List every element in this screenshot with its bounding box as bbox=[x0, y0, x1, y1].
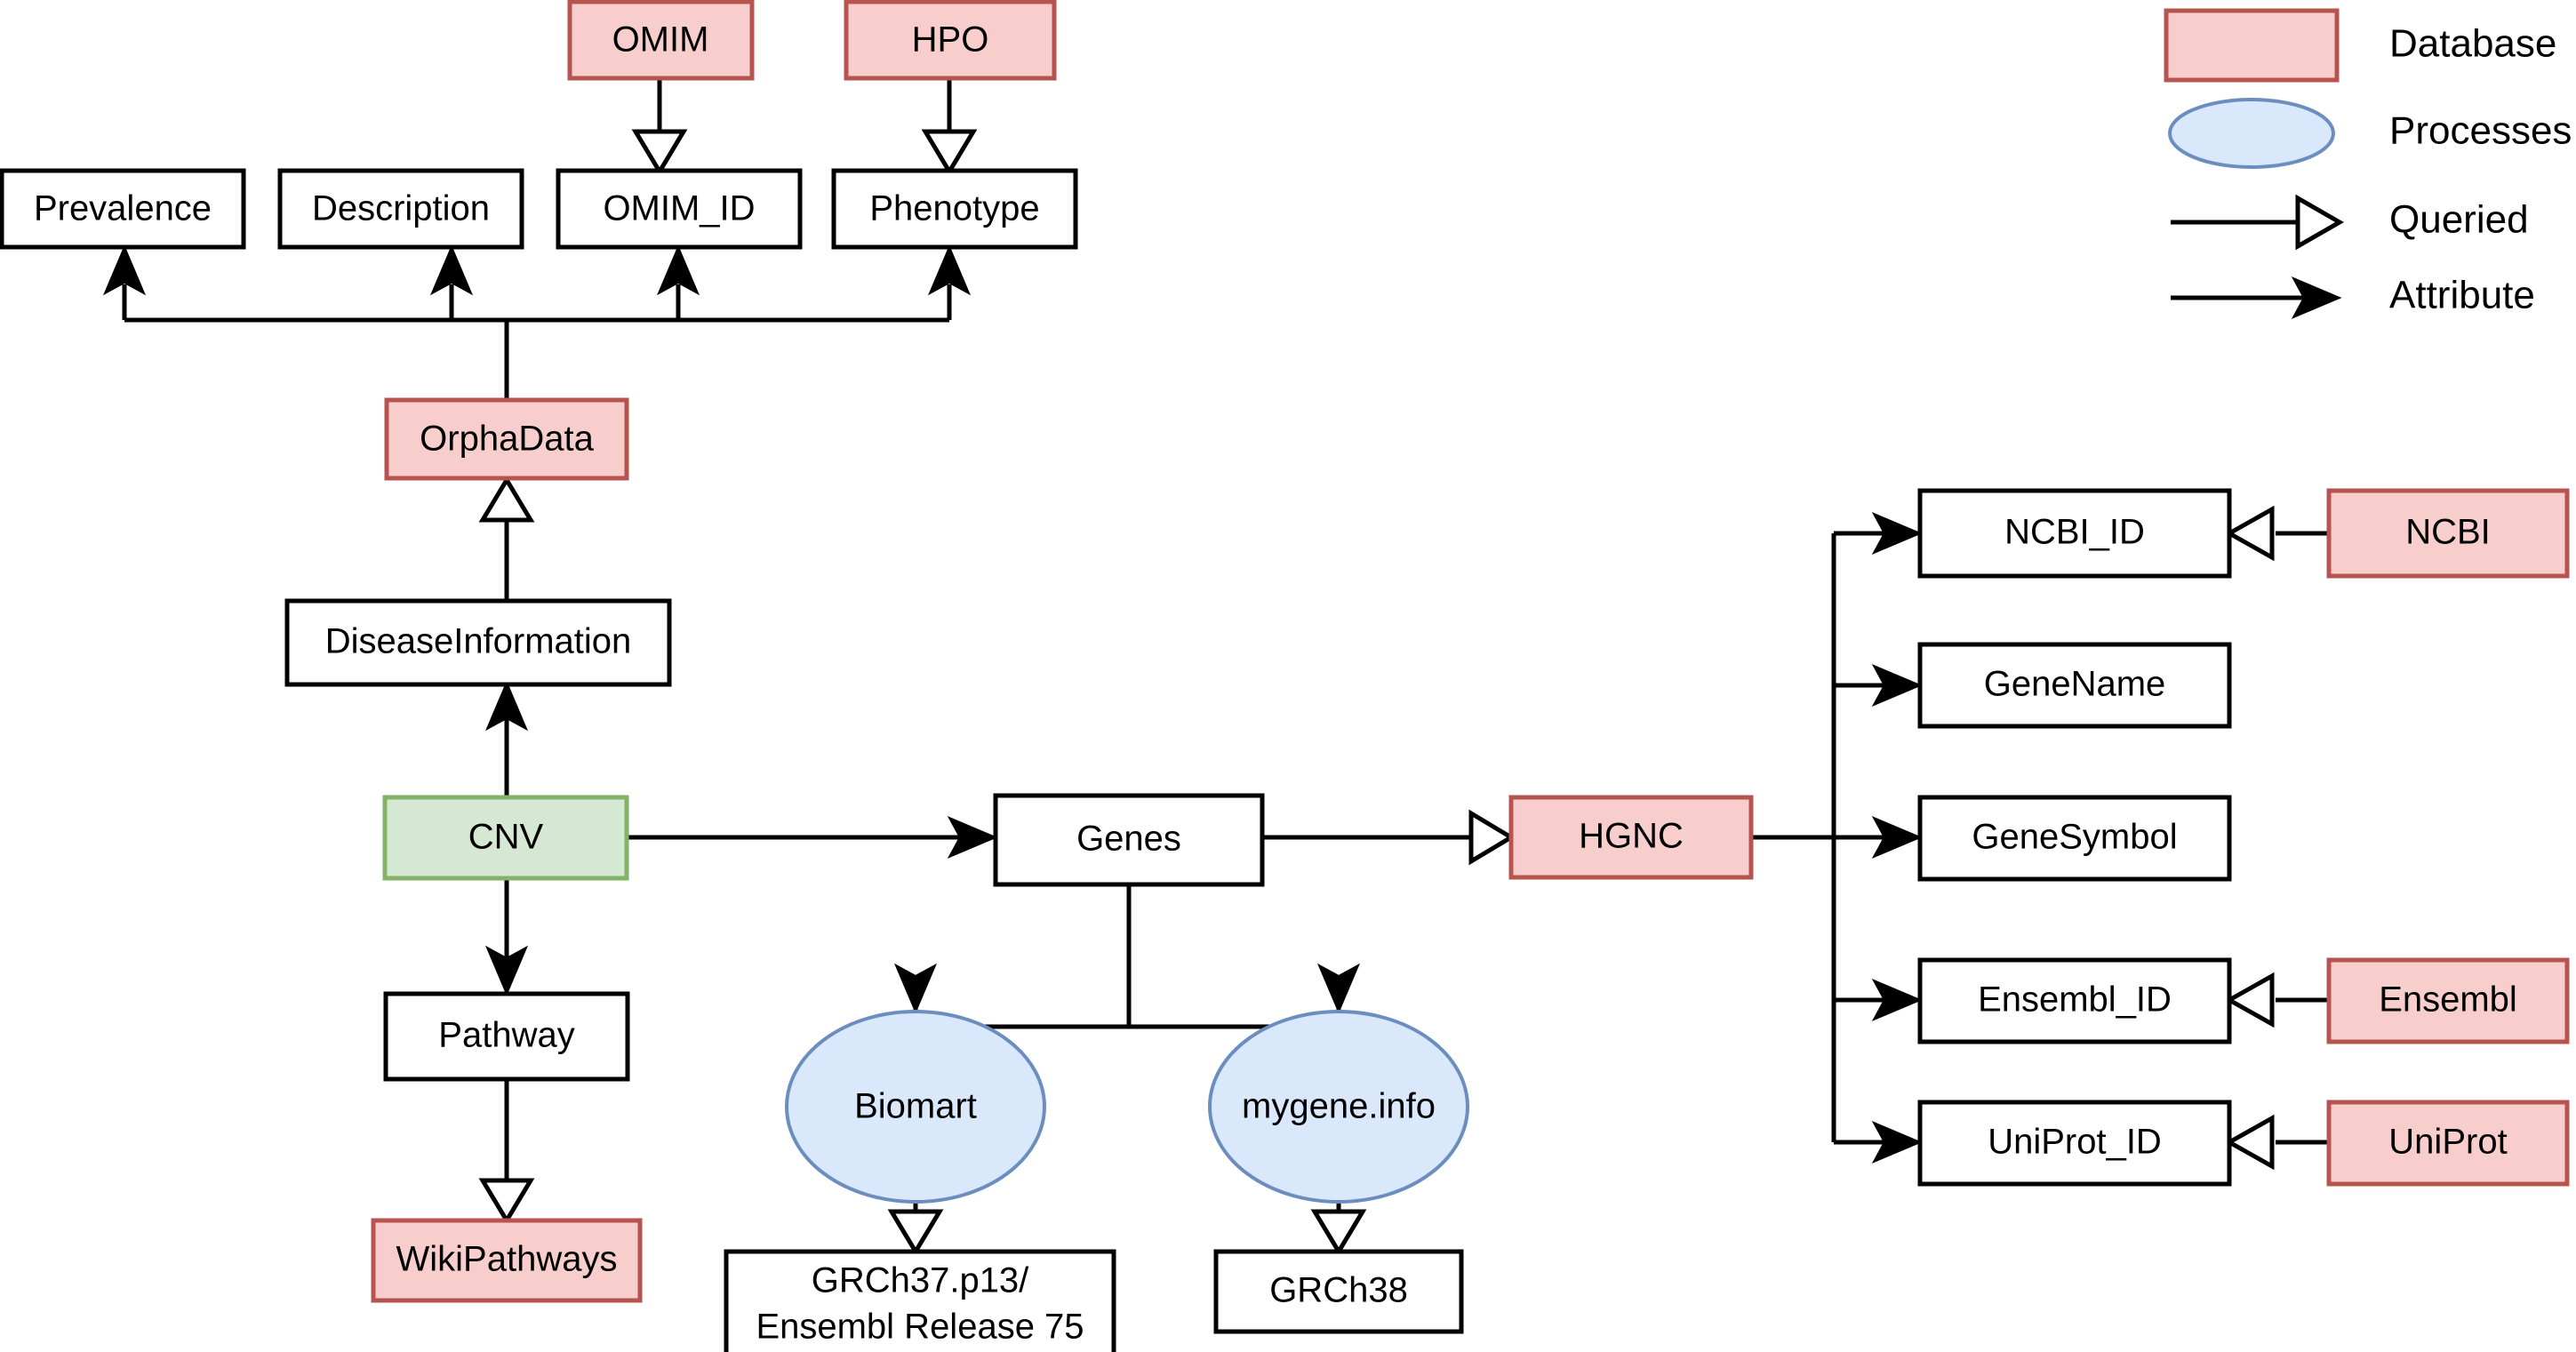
legend-attribute-arrowhead bbox=[2291, 276, 2342, 320]
edge-cnv-to-diseaseinformation bbox=[484, 680, 529, 797]
node-ensembl-id[interactable]: Ensembl_ID bbox=[1917, 957, 2232, 1044]
legend-attribute-label: Attribute bbox=[2389, 274, 2535, 317]
node-orphadata[interactable]: OrphaData bbox=[384, 397, 629, 481]
node-orphadata-label: OrphaData bbox=[420, 420, 594, 459]
edge-pathway-to-wikipathways bbox=[478, 1080, 535, 1225]
node-gene-name-label: GeneName bbox=[1984, 665, 2166, 704]
node-cnv[interactable]: CNV bbox=[382, 795, 629, 881]
edge-cnv-to-pathway bbox=[484, 878, 529, 996]
node-pathway[interactable]: Pathway bbox=[383, 991, 630, 1082]
node-disease-information[interactable]: DiseaseInformation bbox=[284, 598, 672, 687]
node-uniprot-label: UniProt bbox=[2388, 1123, 2507, 1162]
node-biomart-label: Biomart bbox=[854, 1087, 977, 1126]
node-ensembl[interactable]: Ensembl bbox=[2326, 957, 2570, 1044]
node-phenotype[interactable]: Phenotype bbox=[831, 168, 1078, 250]
node-biomart[interactable]: Biomart bbox=[785, 1010, 1046, 1204]
edge-biomart-to-grch37 bbox=[887, 1202, 944, 1256]
node-phenotype-label: Phenotype bbox=[869, 189, 1039, 228]
node-grch38[interactable]: GRCh38 bbox=[1213, 1249, 1464, 1334]
node-hpo-label: HPO bbox=[912, 20, 989, 60]
node-gene-name[interactable]: GeneName bbox=[1917, 642, 2232, 729]
legend-database-label: Database bbox=[2389, 22, 2556, 66]
node-omim[interactable]: OMIM bbox=[567, 0, 755, 81]
node-disease-information-label: DiseaseInformation bbox=[325, 622, 632, 661]
edge-orphadata-attribute-bus bbox=[102, 244, 972, 400]
node-omim-id-label: OMIM_ID bbox=[603, 189, 755, 228]
edge-uniprot-to-uniprotid bbox=[2224, 1114, 2329, 1171]
node-pathway-label: Pathway bbox=[438, 1016, 574, 1055]
node-ensembl-label: Ensembl bbox=[2379, 980, 2517, 1020]
legend-processes-swatch bbox=[2168, 98, 2335, 169]
legend-item-processes: Processes bbox=[2168, 98, 2572, 169]
node-grch37-label-line1: GRCh37.p13/ bbox=[812, 1261, 1029, 1300]
edge-genes-to-processes-bus bbox=[893, 884, 1361, 1029]
node-grch37-label-line2: Ensembl Release 75 bbox=[756, 1308, 1084, 1347]
node-ncbi-id[interactable]: NCBI_ID bbox=[1917, 488, 2232, 579]
node-hgnc[interactable]: HGNC bbox=[1508, 795, 1754, 880]
node-omim-id[interactable]: OMIM_ID bbox=[556, 168, 803, 250]
edge-omim-to-omimid bbox=[631, 78, 688, 176]
node-hpo[interactable]: HPO bbox=[844, 0, 1057, 81]
legend-item-queried: Queried bbox=[2171, 194, 2529, 251]
edge-genes-to-hgnc bbox=[1262, 809, 1516, 866]
node-cnv-label: CNV bbox=[468, 818, 544, 857]
node-wikipathways-label: WikiPathways bbox=[396, 1240, 618, 1279]
legend-queried-arrowhead bbox=[2295, 194, 2345, 251]
node-ensembl-id-label: Ensembl_ID bbox=[1978, 980, 2172, 1020]
node-wikipathways[interactable]: WikiPathways bbox=[371, 1218, 643, 1303]
edge-cnv-to-genes bbox=[627, 815, 998, 860]
node-mygene-info[interactable]: mygene.info bbox=[1208, 1010, 1469, 1204]
node-gene-symbol[interactable]: GeneSymbol bbox=[1917, 795, 2232, 882]
legend-processes-label: Processes bbox=[2389, 109, 2572, 153]
node-genes[interactable]: Genes bbox=[993, 793, 1265, 887]
node-ncbi[interactable]: NCBI bbox=[2326, 488, 2570, 579]
node-uniprot[interactable]: UniProt bbox=[2326, 1100, 2570, 1187]
node-uniprot-id-label: UniProt_ID bbox=[1988, 1123, 2162, 1162]
node-description[interactable]: Description bbox=[277, 168, 524, 250]
legend-item-attribute: Attribute bbox=[2171, 274, 2535, 320]
node-description-label: Description bbox=[312, 189, 490, 228]
node-uniprot-id[interactable]: UniProt_ID bbox=[1917, 1100, 2232, 1187]
node-omim-label: OMIM bbox=[612, 20, 709, 60]
node-hgnc-label: HGNC bbox=[1579, 817, 1684, 856]
node-ncbi-label: NCBI bbox=[2405, 513, 2491, 552]
legend-item-database: Database bbox=[2164, 8, 2556, 83]
node-mygene-info-label: mygene.info bbox=[1242, 1087, 1436, 1126]
edge-hgnc-attribute-bus bbox=[1751, 511, 1923, 1164]
legend: Database Processes Queried Attribute bbox=[2164, 8, 2572, 320]
legend-queried-label: Queried bbox=[2389, 198, 2529, 242]
node-gene-symbol-label: GeneSymbol bbox=[1972, 818, 2177, 857]
edge-hpo-to-phenotype bbox=[921, 78, 978, 176]
edge-mygene-to-grch38 bbox=[1310, 1202, 1367, 1256]
node-genes-label: Genes bbox=[1076, 820, 1181, 859]
edge-diseaseinformation-to-orphadata bbox=[478, 476, 535, 601]
node-grch38-label: GRCh38 bbox=[1269, 1271, 1408, 1310]
node-grch37[interactable]: GRCh37.p13/ Ensembl Release 75 bbox=[724, 1249, 1116, 1352]
edge-ensembl-to-ensemblid bbox=[2224, 972, 2329, 1028]
legend-database-swatch bbox=[2164, 8, 2340, 83]
edge-ncbi-to-ncbiid bbox=[2224, 505, 2329, 562]
node-prevalence-label: Prevalence bbox=[34, 189, 212, 228]
node-ncbi-id-label: NCBI_ID bbox=[2004, 513, 2145, 552]
node-prevalence[interactable]: Prevalence bbox=[0, 168, 246, 250]
